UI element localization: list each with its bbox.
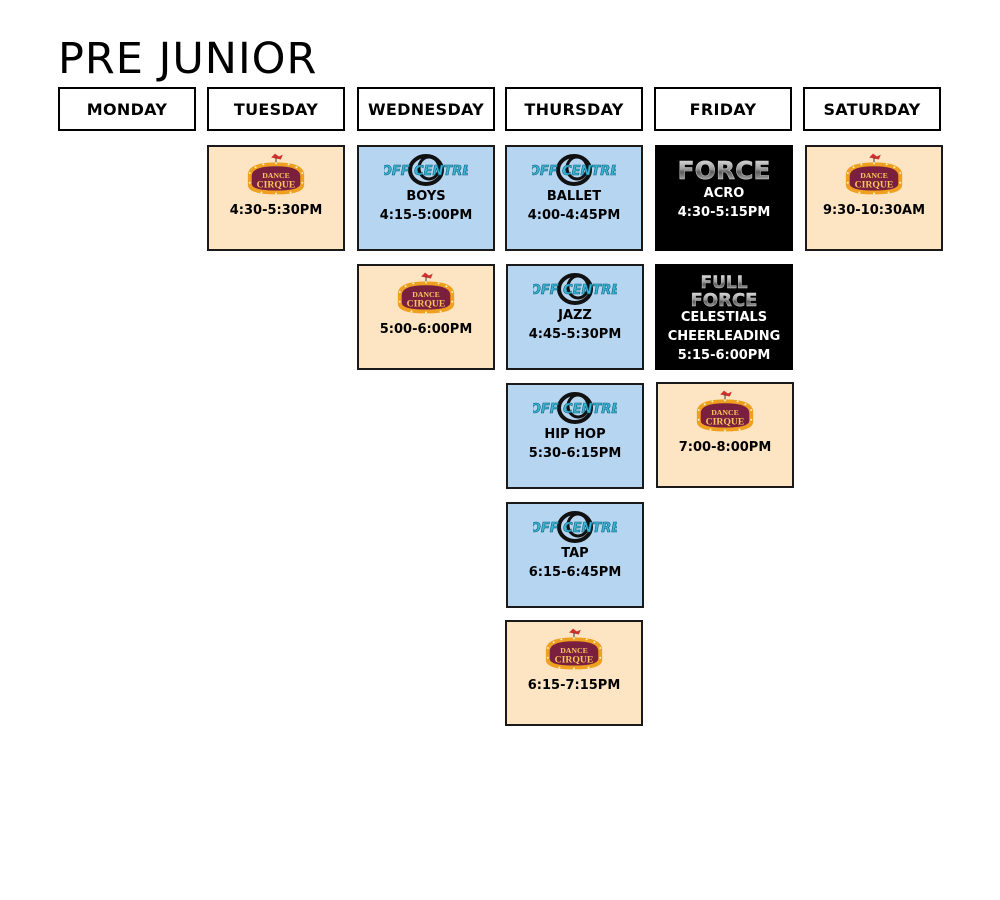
day-header-monday: MONDAY bbox=[58, 87, 196, 131]
svg-text:FULL: FULL bbox=[700, 273, 747, 293]
class-card-saturday-1: 9:30-10:30AM bbox=[805, 145, 943, 251]
dance-cirque-logo-icon bbox=[392, 270, 460, 318]
class-card-thursday-2: JAZZ 4:45-5:30PM bbox=[506, 264, 644, 370]
class-card-thursday-5: 6:15-7:15PM bbox=[505, 620, 643, 726]
class-card-friday-3: 7:00-8:00PM bbox=[656, 382, 794, 488]
dance-cirque-logo-icon bbox=[840, 151, 908, 199]
off-centre-logo-icon bbox=[533, 391, 617, 425]
class-card-thursday-1: BALLET 4:00-4:45PM bbox=[505, 145, 643, 251]
force-logo-icon: FORCE bbox=[678, 157, 770, 183]
class-card-friday-2: FULL FORCE CELESTIALS CHEERLEADING 5:15-… bbox=[655, 264, 793, 370]
class-time: 5:00-6:00PM bbox=[379, 322, 473, 337]
class-card-friday-1: FORCE ACRO 4:30-5:15PM bbox=[655, 145, 793, 251]
full-force-logo-icon: FULL FORCE bbox=[690, 273, 758, 308]
svg-text:FORCE: FORCE bbox=[678, 157, 770, 183]
off-centre-logo-icon bbox=[532, 153, 616, 187]
day-header-tuesday: TUESDAY bbox=[207, 87, 345, 131]
class-time: 5:15-6:00PM bbox=[677, 348, 771, 363]
class-card-tuesday-1: 4:30-5:30PM bbox=[207, 145, 345, 251]
class-time: 4:45-5:30PM bbox=[528, 327, 622, 342]
class-name: TAP bbox=[561, 546, 589, 561]
class-card-wednesday-1: BOYS 4:15-5:00PM bbox=[357, 145, 495, 251]
day-header-wednesday: WEDNESDAY bbox=[357, 87, 495, 131]
class-time: 7:00-8:00PM bbox=[678, 440, 772, 455]
off-centre-logo-icon bbox=[533, 510, 617, 544]
dance-cirque-logo-icon bbox=[242, 151, 310, 199]
day-header-friday: FRIDAY bbox=[654, 87, 792, 131]
class-name: HIP HOP bbox=[544, 427, 606, 442]
day-header-thursday: THURSDAY bbox=[505, 87, 643, 131]
class-card-thursday-4: TAP 6:15-6:45PM bbox=[506, 502, 644, 608]
class-name: BALLET bbox=[546, 189, 602, 204]
class-name-1: CELESTIALS bbox=[680, 310, 768, 325]
class-name-2: CHEERLEADING bbox=[667, 329, 781, 344]
class-time: 6:15-6:45PM bbox=[528, 565, 622, 580]
class-name: ACRO bbox=[703, 186, 745, 201]
class-card-wednesday-2: 5:00-6:00PM bbox=[357, 264, 495, 370]
off-centre-logo-icon bbox=[533, 272, 617, 306]
off-centre-logo-icon bbox=[384, 153, 468, 187]
class-name: BOYS bbox=[406, 189, 446, 204]
day-header-saturday: SATURDAY bbox=[803, 87, 941, 131]
class-time: 4:30-5:30PM bbox=[229, 203, 323, 218]
page-title: PRE JUNIOR bbox=[58, 34, 318, 84]
class-time: 6:15-7:15PM bbox=[527, 678, 621, 693]
class-name: JAZZ bbox=[558, 308, 592, 323]
dance-cirque-logo-icon bbox=[540, 626, 608, 674]
class-card-thursday-3: HIP HOP 5:30-6:15PM bbox=[506, 383, 644, 489]
dance-cirque-logo-icon bbox=[691, 388, 759, 436]
class-time: 5:30-6:15PM bbox=[528, 446, 622, 461]
class-time: 4:00-4:45PM bbox=[527, 208, 621, 223]
svg-text:FORCE: FORCE bbox=[691, 290, 758, 308]
class-time: 9:30-10:30AM bbox=[822, 203, 926, 218]
class-time: 4:15-5:00PM bbox=[379, 208, 473, 223]
class-time: 4:30-5:15PM bbox=[677, 205, 771, 220]
